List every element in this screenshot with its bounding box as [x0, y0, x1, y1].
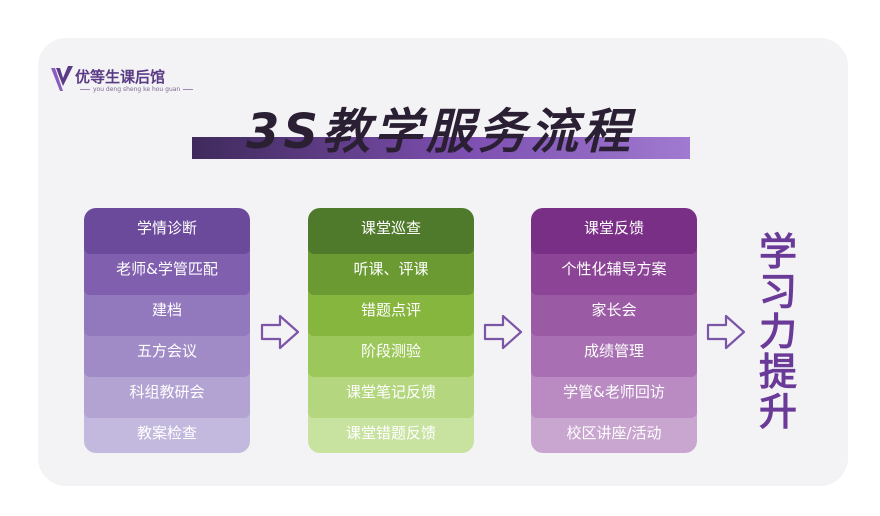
result-char: 升	[758, 390, 797, 434]
process-step: 建档	[84, 290, 250, 336]
process-step: 阶段测验	[308, 331, 474, 377]
process-step: 五方会议	[84, 331, 250, 377]
process-step-label: 学情诊断	[136, 219, 197, 237]
process-step: 教案检查	[84, 413, 250, 453]
result-char: 学	[758, 230, 797, 274]
arrow-right-icon	[483, 314, 523, 350]
process-step-label: 课堂错题反馈	[345, 424, 436, 442]
process-column-1: 学情诊断老师&学管匹配建档五方会议科组教研会教案检查	[84, 208, 250, 454]
process-step-label: 成绩管理	[583, 342, 644, 360]
process-step-label: 教案检查	[136, 424, 197, 442]
arrow-right-icon	[706, 314, 746, 350]
process-step-label: 错题点评	[360, 301, 421, 319]
process-step-label: 学管&老师回访	[563, 383, 665, 401]
process-step-label: 校区讲座/活动	[566, 424, 662, 442]
process-step-label: 课堂反馈	[583, 219, 644, 237]
page-title: 3S教学服务流程	[246, 104, 634, 160]
process-step: 科组教研会	[84, 372, 250, 418]
process-step-label: 听课、评课	[353, 260, 429, 278]
process-column-3: 课堂反馈个性化辅导方案家长会成绩管理学管&老师回访校区讲座/活动	[531, 208, 697, 454]
logo-pinyin: you deng sheng ke hou guan	[77, 86, 196, 93]
process-step-label: 课堂巡查	[360, 219, 421, 237]
process-step-label: 老师&学管匹配	[116, 260, 218, 278]
process-step-label: 家长会	[591, 301, 637, 319]
process-step: 校区讲座/活动	[531, 413, 697, 453]
process-step: 学情诊断	[84, 208, 250, 254]
title-underline-bar	[192, 137, 690, 159]
process-step-label: 五方会议	[136, 342, 197, 360]
process-step-label: 个性化辅导方案	[561, 260, 667, 278]
process-step: 个性化辅导方案	[531, 249, 697, 295]
result-char: 力	[758, 310, 797, 354]
process-column-2: 课堂巡查听课、评课错题点评阶段测验课堂笔记反馈课堂错题反馈	[308, 208, 474, 454]
result-text: 学 习 力 提 升	[758, 232, 798, 432]
result-char: 习	[758, 270, 797, 314]
process-step: 家长会	[531, 290, 697, 336]
process-step-label: 科组教研会	[129, 383, 205, 401]
process-step: 课堂反馈	[531, 208, 697, 254]
process-step: 课堂巡查	[308, 208, 474, 254]
process-step-label: 课堂笔记反馈	[345, 383, 436, 401]
process-step: 成绩管理	[531, 331, 697, 377]
logo-mark-icon	[51, 66, 73, 91]
process-step: 课堂错题反馈	[308, 413, 474, 453]
result-char: 提	[758, 350, 797, 394]
logo-brand-name: 优等生课后馆	[75, 68, 166, 86]
process-step: 课堂笔记反馈	[308, 372, 474, 418]
process-step: 错题点评	[308, 290, 474, 336]
process-step-label: 阶段测验	[360, 342, 421, 360]
logo: 优等生课后馆 you deng sheng ke hou guan	[49, 64, 189, 104]
process-step: 学管&老师回访	[531, 372, 697, 418]
process-step: 老师&学管匹配	[84, 249, 250, 295]
process-step: 听课、评课	[308, 249, 474, 295]
arrow-right-icon	[260, 314, 300, 350]
process-step-label: 建档	[151, 301, 182, 319]
